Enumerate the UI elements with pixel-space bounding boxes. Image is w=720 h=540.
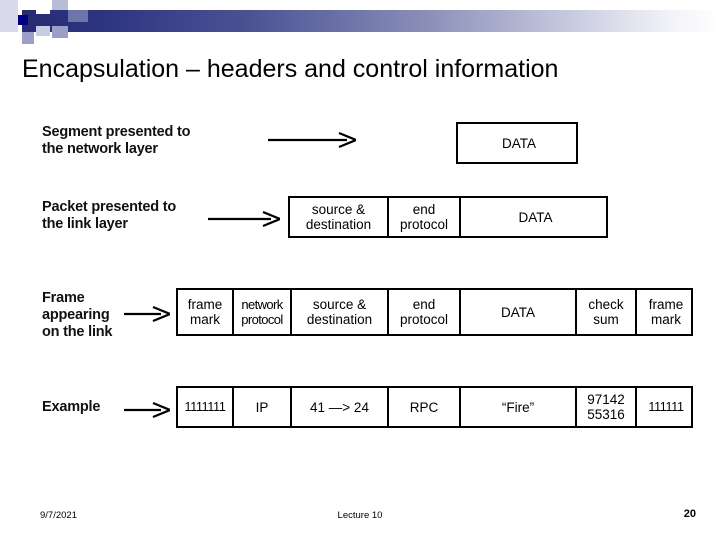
packet-field-packet-0: source & destination bbox=[290, 198, 389, 236]
footer-date: 9/7/2021 bbox=[40, 510, 77, 521]
packet-field-frame-6: frame mark bbox=[648, 297, 684, 327]
header-decoration bbox=[0, 0, 720, 46]
packet-field-frame-0: frame mark bbox=[178, 290, 234, 334]
packet-field-frame-2: source & destination bbox=[292, 290, 389, 334]
header-square-4 bbox=[36, 26, 50, 36]
slide-footer: 9/7/2021 Lecture 10 20 bbox=[0, 505, 720, 535]
row-label-line: Segment presented to bbox=[42, 124, 191, 140]
header-square-0 bbox=[18, 15, 28, 25]
packet-field-example-5: 97142 55316 bbox=[577, 388, 637, 426]
header-square-7 bbox=[68, 10, 88, 22]
packet-field-segment-0: DATA bbox=[501, 135, 536, 151]
packet-row-segment: DATA bbox=[456, 122, 578, 164]
header-square-3 bbox=[52, 0, 68, 10]
row-label-line: the network layer bbox=[42, 141, 158, 157]
footer-page-number: 20 bbox=[683, 508, 696, 520]
packet-field-packet-1: end protocol bbox=[389, 198, 461, 236]
row-label-line: Example bbox=[42, 399, 101, 415]
packet-field-frame-3: end protocol bbox=[389, 290, 461, 334]
packet-field-example-3: RPC bbox=[389, 388, 461, 426]
header-square-2 bbox=[36, 4, 50, 14]
footer-lecture: Lecture 10 bbox=[337, 510, 383, 521]
row-label-line: on the link bbox=[42, 324, 113, 340]
row-label-line: Packet presented to bbox=[42, 199, 176, 215]
row-label-line: appearing bbox=[42, 307, 110, 323]
row-label-line: Frame bbox=[42, 290, 85, 306]
packet-field-example-2: 41 —> 24 bbox=[292, 388, 389, 426]
packet-field-example-0: 1111111 bbox=[178, 388, 234, 426]
header-square-1 bbox=[0, 0, 18, 32]
arrow-icon-packet bbox=[208, 209, 280, 229]
packet-field-frame-1: network protocol bbox=[234, 290, 292, 334]
packet-field-example-1: IP bbox=[234, 388, 292, 426]
page-title: Encapsulation – headers and control info… bbox=[22, 55, 559, 83]
header-square-6 bbox=[22, 32, 34, 44]
arrow-icon-example bbox=[124, 400, 170, 420]
packet-field-frame-5: check sum bbox=[577, 290, 637, 334]
row-label-line: the link layer bbox=[42, 216, 128, 232]
arrow-icon-frame bbox=[124, 304, 170, 324]
row-label-example: Example bbox=[42, 399, 100, 416]
arrow-icon-segment bbox=[268, 130, 356, 150]
packet-field-example-6: 111111 bbox=[648, 399, 684, 414]
header-square-5 bbox=[52, 26, 68, 38]
packet-field-packet-2: DATA bbox=[518, 209, 553, 225]
packet-field-example-4: “Fire” bbox=[461, 388, 577, 426]
header-gradient-bar bbox=[22, 10, 720, 32]
packet-field-frame-4: DATA bbox=[461, 290, 577, 334]
